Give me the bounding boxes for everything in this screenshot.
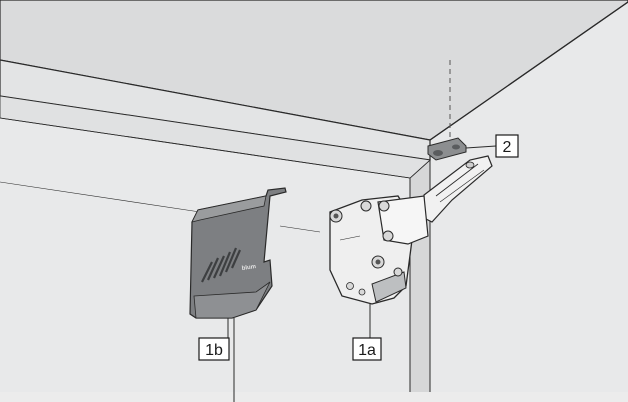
cover-cap: blum	[189, 187, 287, 319]
inner-back-line	[0, 117, 411, 179]
callout-label-2: 2	[503, 139, 512, 156]
callout-1a: 1a	[352, 337, 382, 361]
bottom-strip	[0, 392, 628, 402]
callout-label-1a: 1a	[358, 342, 376, 359]
callout-2: 2	[495, 134, 519, 158]
mounting-plate	[427, 137, 467, 161]
inner-shelf-line	[0, 181, 201, 213]
callout-1b: 1b	[198, 337, 230, 361]
vent-slots	[201, 247, 242, 283]
inner-shelf-line-b	[279, 225, 321, 233]
callout-label-1b: 1b	[205, 342, 223, 359]
leader-line-2	[465, 145, 497, 149]
cabinet-top-corner-line	[429, 1, 628, 141]
lift-mechanism	[329, 195, 429, 305]
brand-logo: blum	[241, 264, 256, 272]
